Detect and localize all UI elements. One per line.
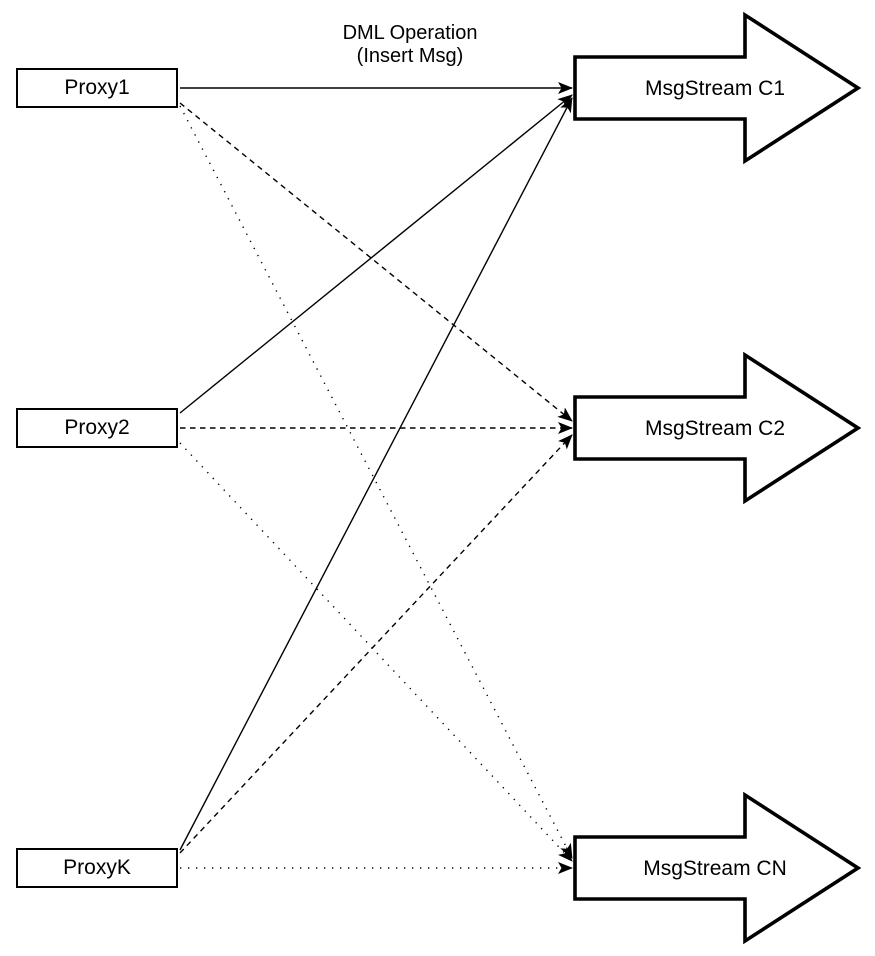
- edge-proxyK-c2-dashed: [179, 434, 573, 854]
- block-arrow-icon: [573, 351, 862, 505]
- diagram-title: DML Operation (Insert Msg): [250, 22, 570, 68]
- proxy1-node: Proxy1: [16, 68, 178, 108]
- msgstream-c2-label: MsgStream C2: [645, 417, 785, 440]
- msgstream-cn-node: MsgStream CN: [573, 791, 862, 945]
- msgstream-c1-label: MsgStream C1: [645, 77, 785, 100]
- edge-proxy2-cn-dotted: [179, 442, 573, 862]
- edges-group: [179, 82, 573, 874]
- proxy1-label: Proxy1: [64, 76, 130, 99]
- title-line1: DML Operation: [342, 22, 478, 44]
- title-line2: (Insert Msg): [356, 45, 464, 67]
- proxy2-node: Proxy2: [16, 408, 178, 448]
- msgstream-c1-node: MsgStream C1: [573, 11, 862, 165]
- edge-proxy2-c1-solid: [179, 94, 573, 414]
- msgstream-c2-node: MsgStream C2: [573, 351, 862, 505]
- proxy2-label: Proxy2: [64, 416, 130, 439]
- block-arrow-icon: [573, 11, 862, 165]
- proxyk-node: ProxyK: [16, 848, 178, 888]
- edge-proxy1-c2-dashed: [179, 102, 573, 422]
- block-arrow-icon: [573, 791, 862, 945]
- edge-proxyK-c1-solid: [179, 97, 573, 851]
- msgstream-cn-label: MsgStream CN: [643, 857, 787, 880]
- proxyk-label: ProxyK: [63, 856, 131, 879]
- edge-proxy1-cn-dotted: [179, 105, 573, 859]
